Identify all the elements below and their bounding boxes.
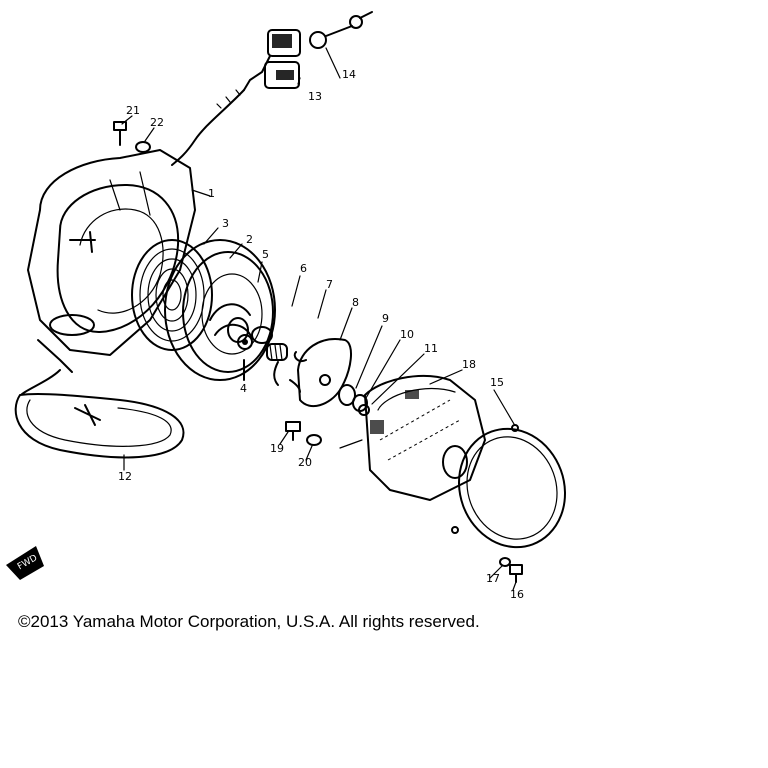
callout-1: 1 xyxy=(208,187,215,200)
fwd-marker: FWD xyxy=(6,546,44,580)
friction-plate xyxy=(297,338,352,408)
bolt-21 xyxy=(113,121,127,146)
callout-12: 12 xyxy=(118,470,132,483)
callout-22: 22 xyxy=(150,116,164,129)
reel-small-parts xyxy=(237,326,307,393)
nut-11 xyxy=(358,404,370,416)
washer-9 xyxy=(338,384,356,406)
callout-14: 14 xyxy=(342,68,356,81)
washer-20 xyxy=(306,434,322,446)
rope-reel xyxy=(164,239,276,381)
callout-8: 8 xyxy=(352,296,359,309)
callout-3: 3 xyxy=(222,217,229,230)
callout-20: 20 xyxy=(298,456,312,469)
starter-cover xyxy=(339,374,486,501)
bolt-19 xyxy=(285,421,301,441)
spiral-spring xyxy=(131,239,213,351)
callout-16: 16 xyxy=(510,588,524,600)
callout-9: 9 xyxy=(382,312,389,325)
callout-7: 7 xyxy=(326,278,333,291)
cover-ring xyxy=(451,424,566,549)
starter-cable xyxy=(171,89,245,166)
callout-15: 15 xyxy=(490,376,504,389)
callout-13: 13 xyxy=(308,90,322,103)
starter-handle xyxy=(243,11,373,91)
washer-22 xyxy=(135,141,151,153)
starter-housing xyxy=(27,149,196,373)
callout-10: 10 xyxy=(400,328,414,341)
callout-18: 18 xyxy=(462,358,476,371)
copyright-notice: ©2013 Yamaha Motor Corporation, U.S.A. A… xyxy=(18,612,480,631)
callout-17: 17 xyxy=(486,572,500,585)
callout-19: 19 xyxy=(270,442,284,455)
callout-6: 6 xyxy=(300,262,307,275)
starter-rope xyxy=(14,369,185,459)
bolt-16 xyxy=(509,564,523,583)
leader-lines xyxy=(121,47,517,591)
washer-17 xyxy=(499,557,511,567)
callout-21: 21 xyxy=(126,104,140,117)
callout-11: 11 xyxy=(424,342,438,355)
callout-2: 2 xyxy=(246,233,253,246)
callout-4: 4 xyxy=(240,382,247,395)
callout-5: 5 xyxy=(262,248,269,261)
